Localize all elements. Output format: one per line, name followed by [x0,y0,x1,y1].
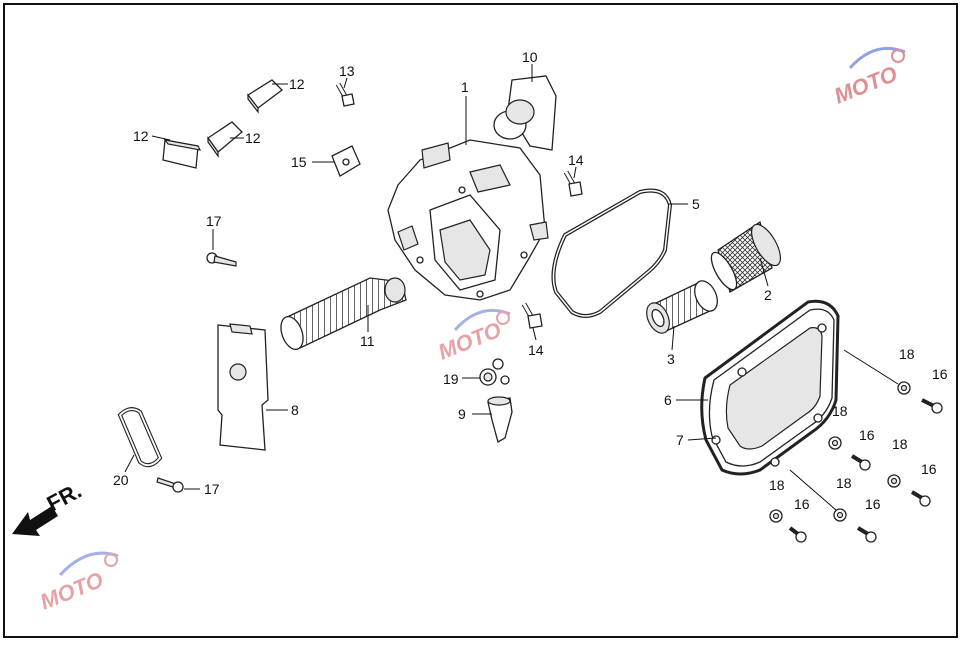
part-14-bolt-lower [521,302,543,329]
diagram-frame [3,3,958,638]
callout-13: 13 [339,63,355,79]
callout-18-a: 18 [899,346,915,362]
callout-18-d: 18 [769,477,785,493]
callout-14-lower: 14 [528,342,544,358]
part-9-drain-plug [487,396,513,443]
callout-16-a: 16 [932,366,948,382]
watermark-top-right: MOTO [831,46,906,109]
part-8-cover-plate [217,323,269,451]
part-2-filter-screen [710,220,781,293]
callout-18-e: 18 [836,475,852,491]
part-17-screw-bottom [156,477,184,493]
part-5-seal-gasket [551,188,673,318]
part-19-o-rings [479,358,510,386]
watermark-center: MOTO [435,308,511,365]
callout-12-left: 12 [133,128,149,144]
part-17-screw-top [206,252,237,267]
callout-19: 19 [443,371,459,387]
front-direction-indicator: FR. [12,478,86,536]
callout-3: 3 [667,351,675,367]
callout-14-upper: 14 [568,152,584,168]
callout-17-bottom: 17 [204,481,220,497]
callout-20: 20 [113,472,129,488]
callout-1: 1 [461,79,469,95]
leader-lines [124,64,899,511]
callout-15: 15 [291,154,307,170]
front-arrow-icon [12,506,58,536]
callout-8: 8 [291,402,299,418]
callout-6: 6 [664,392,672,408]
part-12-tab-middle [207,121,243,158]
callout-18-c: 18 [892,436,908,452]
callout-10: 10 [522,49,538,65]
callout-16-b: 16 [859,427,875,443]
part-15-clip [331,145,361,177]
callout-12-top: 12 [289,76,305,92]
callout-11: 11 [360,333,375,349]
watermark-text: MOTO [831,61,901,109]
part-1-air-box [387,139,549,301]
callout-16-e: 16 [865,496,881,512]
callout-12-middle: 12 [245,130,261,146]
callout-16-c: 16 [921,461,937,477]
part-20-hose-clamp [117,407,163,468]
part-12-tab-left [162,139,202,169]
watermark-bottom-left: MOTO [37,551,119,615]
part-3-filter-element [646,280,718,334]
part-6-cover-gasket [700,299,840,476]
callout-5: 5 [692,196,700,212]
part-18-washers [769,381,911,523]
callout-2: 2 [764,287,772,303]
callout-9: 9 [458,406,466,422]
watermark-text: MOTO [435,317,505,365]
callout-18-b: 18 [832,403,848,419]
part-14-bolt-upper [563,170,583,197]
part-10-intake-boot [493,75,557,151]
part-12-tab-top [247,79,283,114]
part-16-screws [788,398,943,543]
callout-labels: 1 2 3 5 6 7 8 9 10 11 12 12 12 13 14 14 … [113,49,948,512]
part-13-bolt [335,82,355,107]
callout-17-top: 17 [206,213,222,229]
watermark-text: MOTO [37,567,107,615]
callout-7: 7 [676,432,684,448]
callout-16-d: 16 [794,496,810,512]
part-7-air-box-cover [708,308,835,467]
part-11-intake-duct [280,277,407,350]
